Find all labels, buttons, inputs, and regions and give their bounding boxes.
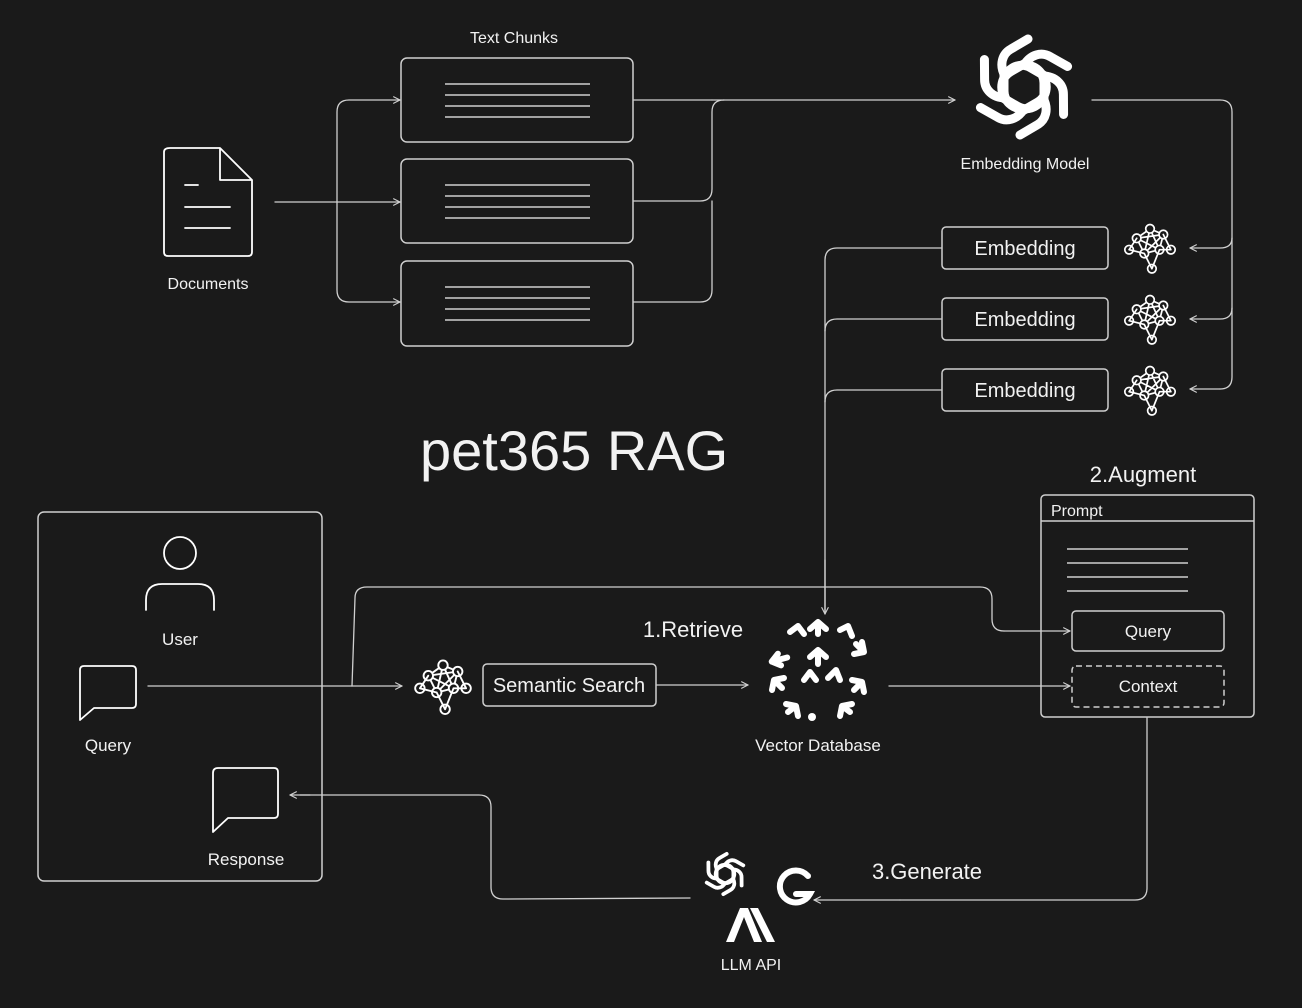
prompt-title: Prompt [1051, 503, 1103, 520]
embedding-box: Embedding [941, 226, 1109, 270]
neural-network-icon [1123, 365, 1177, 416]
llm-to-response-connector [299, 794, 691, 900]
openai-logo-icon [970, 38, 1078, 136]
prompt-to-llm-connector [899, 717, 1148, 901]
query-chat-icon [79, 665, 137, 721]
embedding-label: Embedding [974, 309, 1075, 331]
neural-network-icon [1123, 294, 1177, 345]
chunk-2-connector [633, 99, 725, 202]
prompt-query-label: Query [1125, 622, 1172, 641]
prompt-panel: Prompt Query Context [1040, 494, 1255, 718]
openai-logo-icon [702, 853, 748, 895]
google-logo-icon [776, 867, 816, 906]
embedding-label: Embedding [974, 238, 1075, 260]
response-chat-icon [212, 767, 279, 833]
page-title: pet365 RAG [420, 419, 728, 482]
semantic-search-box: Semantic Search [482, 663, 657, 707]
embedding-model-connector [1091, 99, 1233, 390]
vector-database-icon [768, 619, 867, 721]
anthropic-logo-icon [726, 908, 775, 942]
chunk-3-connector [633, 200, 713, 303]
neural-network-icon [414, 659, 472, 715]
embedding-2-connector [824, 318, 942, 332]
vector-database-label: Vector Database [755, 736, 881, 755]
user-panel [37, 511, 323, 882]
arrow-to-network-1 [1189, 237, 1233, 252]
text-chunk [400, 158, 634, 244]
user-icon [145, 536, 215, 611]
arrow-to-chunk-3 [336, 201, 401, 306]
query-label: Query [85, 736, 132, 755]
embedding-label: Embedding [974, 380, 1075, 402]
prompt-context-label: Context [1119, 677, 1178, 696]
embedding-3-connector [824, 389, 942, 403]
text-chunk [400, 260, 634, 347]
step-augment-label: 2.Augment [1090, 462, 1196, 487]
arrow-to-chunk-1 [336, 96, 401, 203]
documents-label: Documents [168, 276, 249, 293]
embedding-1-connector [824, 247, 942, 613]
query-to-prompt-connector [351, 586, 1005, 687]
embedding-model-label: Embedding Model [961, 156, 1090, 173]
llm-api-label: LLM API [721, 957, 781, 974]
arrow-to-network-2 [1189, 307, 1233, 323]
step-retrieve-label: 1.Retrieve [643, 617, 743, 642]
embedding-box: Embedding [941, 368, 1109, 412]
semantic-search-label: Semantic Search [493, 675, 645, 697]
step-generate-label: 3.Generate [872, 859, 982, 884]
document-icon [163, 147, 253, 257]
embedding-box: Embedding [941, 297, 1109, 341]
text-chunks-label: Text Chunks [470, 30, 558, 47]
user-label: User [162, 630, 198, 649]
response-label: Response [208, 850, 285, 869]
neural-network-icon [1123, 223, 1177, 274]
text-chunk [400, 57, 634, 143]
